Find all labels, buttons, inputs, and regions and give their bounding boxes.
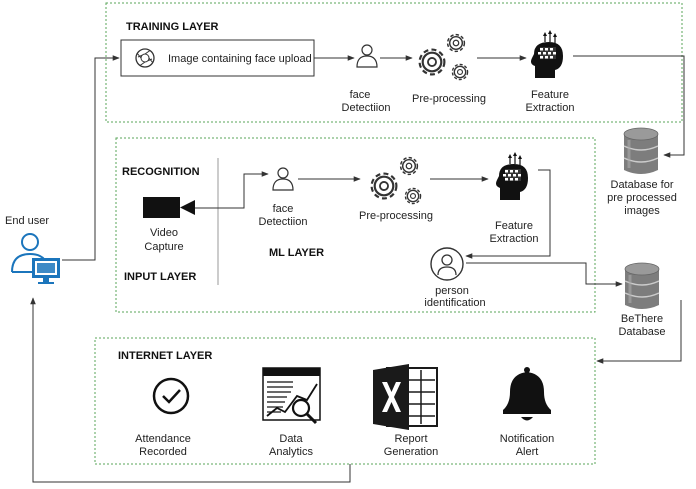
- input-layer-title: INPUT LAYER: [124, 271, 196, 283]
- recog-feature-line1: Feature: [495, 220, 533, 232]
- checkmark-circle-icon: [152, 377, 190, 415]
- person-icon: [272, 167, 294, 191]
- upload-label: Image containing face upload: [168, 53, 312, 65]
- internet-layer-box: [94, 337, 596, 465]
- db-bethere-line1: BeThere: [621, 313, 663, 325]
- training-layer-title: TRAINING LAYER: [126, 21, 219, 33]
- arrow-camera-to-face: [195, 171, 269, 209]
- ml-layer-title: ML LAYER: [269, 247, 324, 259]
- user-computer-icon: [11, 233, 60, 284]
- training-layer-box: [105, 2, 683, 123]
- video-camera-icon: [143, 197, 195, 218]
- arrow-bethere-to-internet: [596, 300, 682, 364]
- video-capture-line2: Capture: [144, 241, 183, 253]
- arrow-feature-to-person-id: [465, 169, 551, 259]
- database-icon: [622, 126, 660, 176]
- db-preprocessed-line3: images: [624, 205, 660, 217]
- upload-box: Image containing face upload: [120, 39, 315, 77]
- training-preprocessing-label: Pre-processing: [412, 93, 486, 105]
- notification-line2: Alert: [516, 446, 539, 458]
- attendance-line2: Recorded: [139, 446, 187, 458]
- person-identification-icon: [430, 247, 464, 281]
- video-capture-line1: Video: [150, 227, 178, 239]
- training-face-detection-line1: face: [350, 89, 371, 101]
- recog-feature-line2: Extraction: [490, 233, 539, 245]
- arrow-internet-to-user: [30, 297, 351, 483]
- gears-icon: [418, 33, 469, 81]
- training-feature-line1: Feature: [531, 89, 569, 101]
- brain-head-icon: [530, 29, 564, 79]
- arrow-user-to-training: [62, 55, 120, 261]
- analytics-line1: Data: [279, 433, 303, 445]
- analytics-icon: [262, 367, 321, 425]
- recognition-title: RECOGNITION: [122, 166, 200, 178]
- person-identification-line1: person: [435, 285, 469, 297]
- excel-icon: [373, 364, 438, 430]
- person-icon: [356, 44, 378, 68]
- camera-shutter-icon: [135, 48, 155, 68]
- report-line1: Report: [394, 433, 427, 445]
- gears-icon: [370, 156, 422, 205]
- recog-preprocessing-label: Pre-processing: [359, 210, 433, 222]
- recog-face-detection-line1: face: [273, 203, 294, 215]
- training-feature-line2: Extraction: [526, 102, 575, 114]
- arrow-person-id-to-bethere-db: [466, 262, 623, 287]
- brain-head-icon: [495, 151, 529, 201]
- db-bethere-line2: Database: [618, 326, 665, 338]
- bell-icon: [503, 367, 551, 421]
- database-icon: [623, 261, 661, 311]
- attendance-line1: Attendance: [135, 433, 191, 445]
- db-preprocessed-line2: pre processed: [607, 192, 677, 204]
- notification-line1: Notification: [500, 433, 554, 445]
- recog-face-detection-line2: Detectiion: [259, 216, 308, 228]
- db-preprocessed-line1: Database for: [611, 179, 674, 191]
- arrow-feature-to-db: [573, 55, 685, 158]
- training-face-detection-line2: Detectiion: [342, 102, 391, 114]
- analytics-line2: Analytics: [269, 446, 314, 458]
- internet-layer-title: INTERNET LAYER: [118, 350, 212, 362]
- report-line2: Generation: [384, 446, 438, 458]
- person-identification-line2: identification: [424, 297, 485, 309]
- end-user-label: End user: [5, 215, 49, 227]
- ml-layer-box: [115, 137, 596, 313]
